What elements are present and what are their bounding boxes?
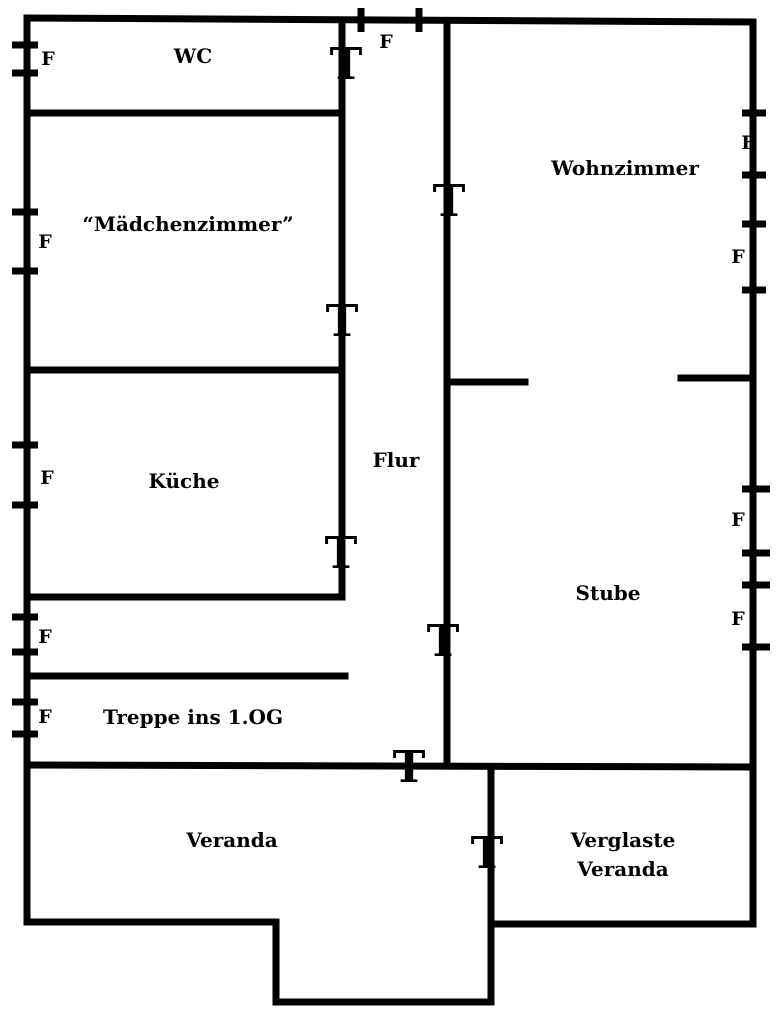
outer-wall-top	[23, 14, 757, 26]
window-label: F	[41, 48, 55, 70]
window-label: F	[40, 467, 54, 489]
window-label: F	[379, 31, 393, 53]
room-label-wc: WC	[173, 44, 212, 68]
door-symbols: T T T T T T T	[325, 39, 504, 879]
door-symbol: T	[471, 828, 504, 879]
window-label: F	[731, 509, 745, 531]
room-label-maedchenzimmer: “Mädchenzimmer”	[82, 212, 293, 236]
window-label: F	[731, 608, 745, 630]
room-label-treppe: Treppe ins 1.OG	[103, 705, 283, 729]
window-label: F	[731, 246, 745, 268]
window-ticks	[12, 8, 770, 738]
room-label-kueche: Küche	[149, 469, 220, 493]
door-symbol: T	[325, 528, 358, 579]
window-label: F	[38, 626, 52, 648]
room-labels: WC “Mädchenzimmer” Küche Flur Wohnzimmer…	[82, 44, 699, 881]
window-label: F	[38, 706, 52, 728]
window-labels: F F F F F F F F F F	[38, 31, 755, 728]
room-label-wohnzimmer: Wohnzimmer	[550, 156, 699, 180]
room-label-verglaste-veranda-line2: Veranda	[576, 857, 668, 881]
door-symbol: T	[433, 176, 466, 227]
room-label-stube: Stube	[576, 581, 641, 605]
window-label: F	[38, 231, 52, 253]
door-symbol: T	[393, 742, 426, 793]
window-label: F	[741, 132, 755, 154]
wall-veranda-top	[23, 761, 757, 771]
door-symbol: T	[427, 616, 460, 667]
room-label-flur: Flur	[373, 448, 420, 472]
room-label-verglaste-veranda-line1: Verglaste	[570, 828, 676, 852]
room-label-veranda: Veranda	[185, 828, 277, 852]
door-symbol: T	[326, 296, 359, 347]
door-symbol: T	[330, 39, 363, 90]
